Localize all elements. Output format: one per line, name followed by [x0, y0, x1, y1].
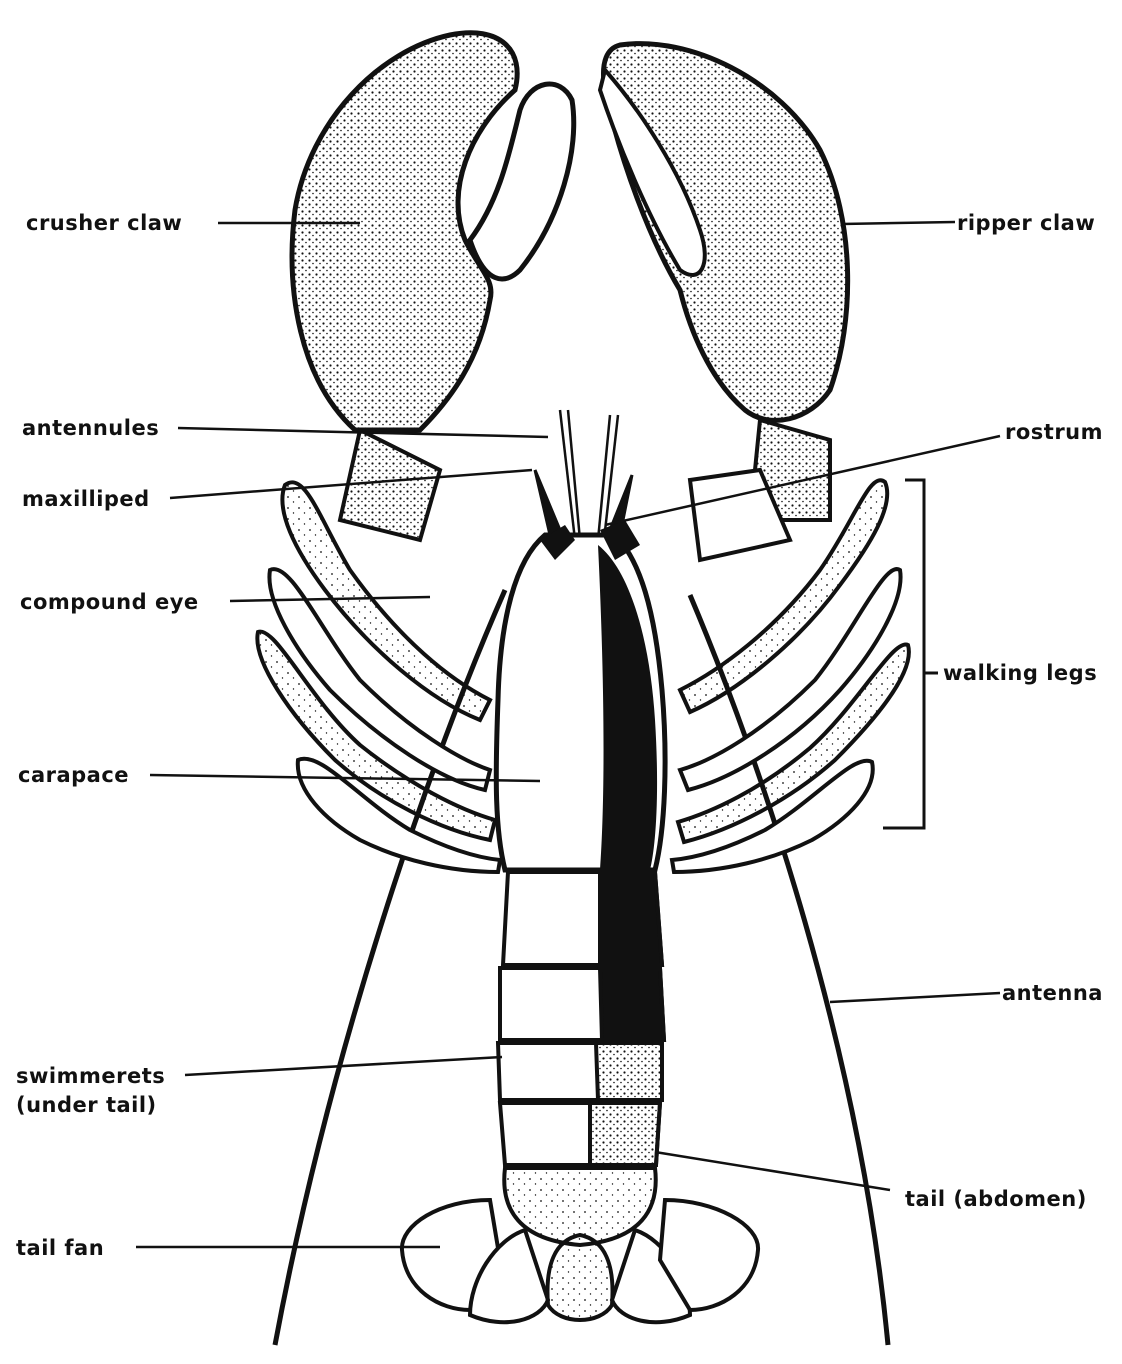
antennules: [560, 410, 618, 540]
leader-ripper-claw: [842, 222, 955, 224]
label-rostrum: rostrum: [1005, 419, 1103, 445]
label-carapace: carapace: [18, 762, 129, 788]
leader-antenna: [830, 993, 1000, 1002]
leader-tail-abdomen: [655, 1152, 890, 1190]
label-crusher-claw: crusher claw: [26, 210, 182, 236]
label-antennules: antennules: [22, 415, 159, 441]
label-walking-legs: walking legs: [943, 660, 1097, 686]
label-swimmerets: swimmerets (under tail): [16, 1062, 165, 1120]
ripper-claw: [600, 44, 848, 560]
label-ripper-claw: ripper claw: [957, 210, 1095, 236]
walking-legs-left: [257, 482, 500, 872]
crusher-claw: [292, 33, 574, 540]
label-compound-eye: compound eye: [20, 589, 199, 615]
label-tail-fan: tail fan: [16, 1235, 104, 1261]
label-antenna: antenna: [1002, 980, 1103, 1006]
tail-abdomen: [498, 872, 664, 1165]
tail-fan: [402, 1168, 758, 1322]
carapace: [496, 520, 665, 870]
label-tail-abdomen: tail (abdomen): [905, 1186, 1087, 1212]
label-maxilliped: maxilliped: [22, 486, 150, 512]
